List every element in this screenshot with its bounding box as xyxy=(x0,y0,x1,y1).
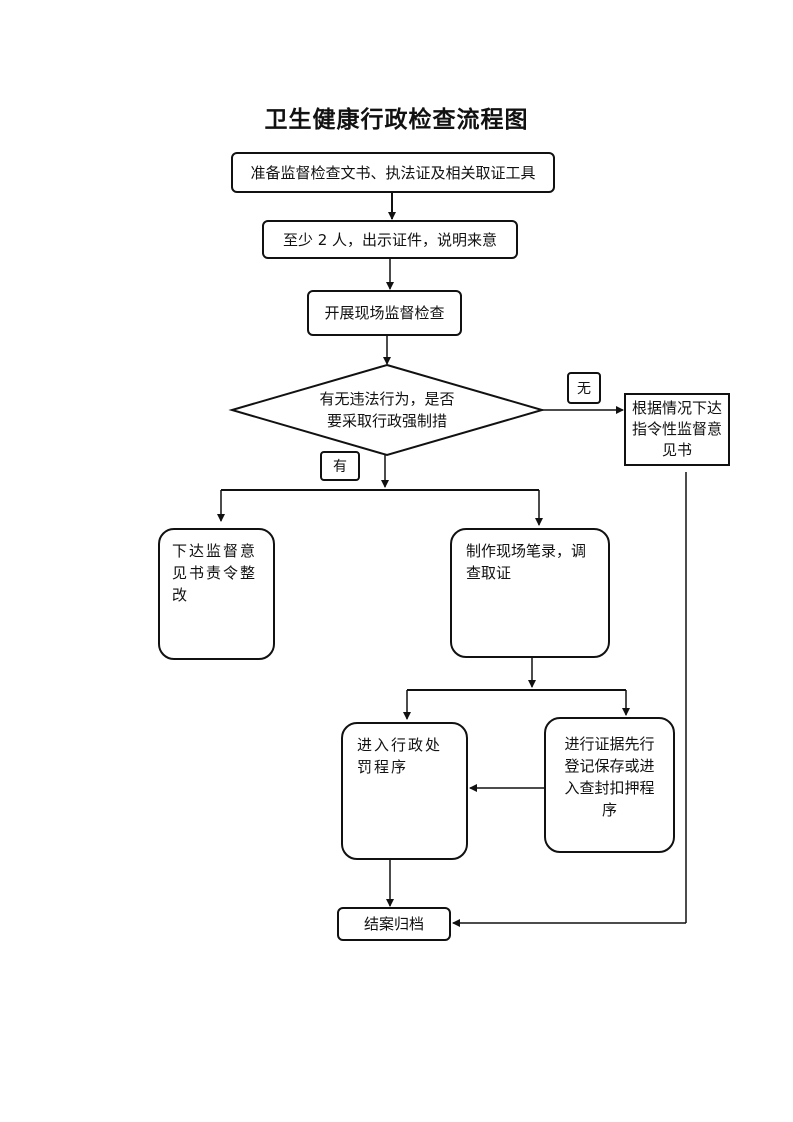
step-penalty-text: 进入行政处罚程序 xyxy=(357,736,443,776)
step-present-box: 至少 2 人，出示证件，说明来意 xyxy=(262,220,518,259)
step-record-text: 制作现场笔录，调查取证 xyxy=(466,542,587,582)
step-close-box: 结案归档 xyxy=(337,907,451,941)
step-no-violation-text: 根据情况下达指令性监督意见书 xyxy=(632,399,723,459)
step-inspect-text: 开展现场监督检查 xyxy=(324,304,445,322)
step-prepare-box: 准备监督检查文书、执法证及相关取证工具 xyxy=(231,152,555,193)
branch-label-no: 无 xyxy=(567,372,601,404)
step-no-violation-box: 根据情况下达指令性监督意见书 xyxy=(624,393,730,466)
step-preserve-box: 进行证据先行登记保存或进入查封扣押程序 xyxy=(544,717,675,853)
step-rectify-text: 下达监督意见书责令整改 xyxy=(172,542,258,604)
branch-label-no-text: 无 xyxy=(577,381,591,397)
decision-text-line1: 有无违法行为，是否 xyxy=(319,390,455,408)
step-record-box: 制作现场笔录，调查取证 xyxy=(450,528,610,658)
step-present-text: 至少 2 人，出示证件，说明来意 xyxy=(282,230,498,249)
decision-text: 有无违法行为，是否 要采取行政强制措 xyxy=(290,388,484,432)
step-prepare-text: 准备监督检查文书、执法证及相关取证工具 xyxy=(250,163,536,182)
step-penalty-box: 进入行政处罚程序 xyxy=(341,722,468,860)
decision-diamond xyxy=(228,363,546,457)
step-preserve-text: 进行证据先行登记保存或进入查封扣押程序 xyxy=(564,735,655,819)
branch-label-yes-text: 有 xyxy=(333,459,347,475)
page-title: 卫生健康行政检查流程图 xyxy=(264,107,529,133)
decision-text-line2: 要采取行政强制措 xyxy=(326,412,447,430)
step-inspect-box: 开展现场监督检查 xyxy=(307,290,462,336)
step-rectify-box: 下达监督意见书责令整改 xyxy=(158,528,275,660)
branch-label-yes: 有 xyxy=(320,451,360,481)
step-close-text: 结案归档 xyxy=(363,915,424,933)
